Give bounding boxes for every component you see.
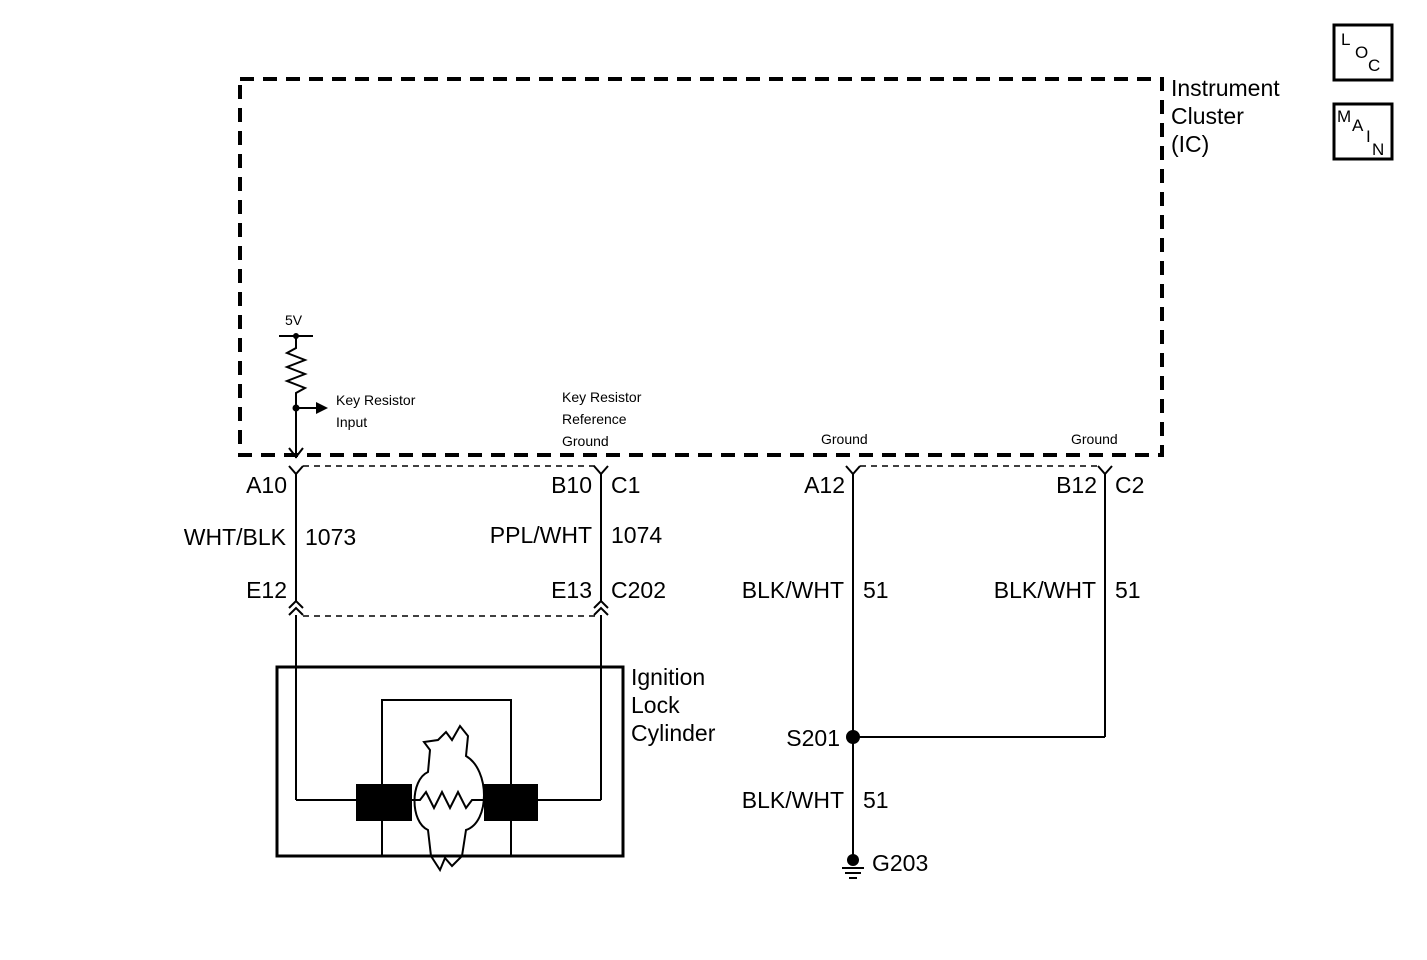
loc-badge[interactable]: L O C	[1332, 23, 1394, 82]
pin-b12-label: B12	[1056, 472, 1097, 498]
ground-label-1: Ground	[821, 431, 868, 447]
wire-a12-color: BLK/WHT	[742, 577, 844, 603]
input-arrow-icon	[316, 402, 328, 414]
pin-b10-label: B10	[551, 472, 592, 498]
svg-text:Reference: Reference	[562, 411, 627, 427]
connector-c2-label: C2	[1115, 472, 1144, 498]
ignition-lock-cylinder[interactable]	[275, 615, 625, 873]
pin-a12-label: A12	[804, 472, 845, 498]
pin-e13-label: E13	[551, 577, 592, 603]
connector-c202-label: C202	[611, 577, 666, 603]
wire-1073-color: WHT/BLK	[184, 524, 287, 550]
key-resistor	[412, 789, 484, 811]
instrument-cluster-label: Instrument Cluster (IC)	[1171, 75, 1280, 157]
wire-a12-circuit: 51	[863, 577, 889, 603]
wire-1074-color: PPL/WHT	[490, 522, 592, 548]
component-name-line1: Ignition	[631, 664, 705, 690]
wire-b12-circuit: 51	[1115, 577, 1141, 603]
key-contact-right	[484, 784, 538, 821]
pullup-resistor	[284, 336, 308, 408]
main-badge-letter-a: A	[1352, 116, 1364, 135]
pin-a10-label: A10	[246, 472, 287, 498]
loc-badge-letter-l: L	[1341, 30, 1350, 49]
component-name-line3: Cylinder	[631, 720, 716, 746]
module-name-line2: Cluster	[1171, 103, 1244, 129]
main-badge-letter-m: M	[1337, 107, 1351, 126]
splice-label: S201	[786, 725, 840, 751]
loc-badge-letter-o: O	[1355, 43, 1368, 62]
connector-c202-chevrons	[288, 599, 609, 616]
wire-1074-circuit: 1074	[611, 522, 662, 548]
ground-g203-icon[interactable]	[842, 854, 864, 879]
pin-terminals	[288, 465, 1113, 476]
supply-label: 5V	[285, 312, 303, 328]
module-name-line1: Instrument	[1171, 75, 1280, 101]
connector-c1-label: C1	[611, 472, 640, 498]
ground-label-2: Ground	[1071, 431, 1118, 447]
module-name-line3: (IC)	[1171, 131, 1209, 157]
main-badge-letter-n: N	[1372, 140, 1384, 159]
ground-label: G203	[872, 850, 928, 876]
wire-ground-circuit: 51	[863, 787, 889, 813]
loc-badge-letter-c: C	[1368, 56, 1380, 75]
main-badge-letter-i: I	[1366, 127, 1371, 146]
key-input-label-line2: Input	[336, 414, 367, 430]
wire-1073-circuit: 1073	[305, 524, 356, 550]
svg-text:Ground: Ground	[562, 433, 609, 449]
key-input-label-line1: Key Resistor	[336, 392, 416, 408]
ref-ground-label: Key Resistor Reference Ground	[562, 389, 642, 449]
component-name-line2: Lock	[631, 692, 680, 718]
main-badge[interactable]: M A I N	[1332, 102, 1394, 161]
key-contact-left	[356, 784, 412, 821]
wire-b12-color: BLK/WHT	[994, 577, 1096, 603]
splice-s201[interactable]	[846, 730, 860, 744]
component-outline	[275, 665, 625, 858]
pullup-circuit: 5V Key Resistor Input	[279, 312, 416, 459]
down-arrow-icon	[288, 447, 304, 459]
key-icon	[413, 724, 485, 873]
instrument-cluster-box	[238, 77, 1164, 457]
pin-e12-label: E12	[246, 577, 287, 603]
wire-ground-color: BLK/WHT	[742, 787, 844, 813]
svg-text:Key Resistor: Key Resistor	[562, 389, 642, 405]
